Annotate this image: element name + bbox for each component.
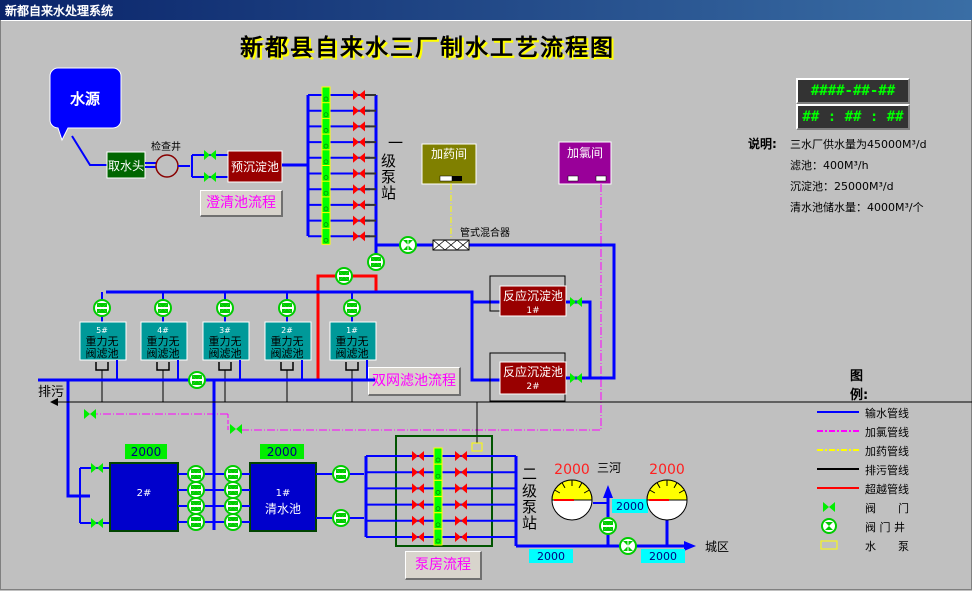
window-titlebar: 新都自来水处理系统 — [0, 0, 972, 21]
note-line: 清水池储水量：4000M³/个 — [790, 201, 924, 214]
legend-label: 输水管线 — [865, 407, 909, 420]
clarifier-flow-button[interactable]: 澄清池流程 — [200, 190, 283, 217]
legend-label: 加氯管线 — [865, 426, 909, 439]
legend-item: 阀 门 井 — [815, 518, 945, 534]
legend-label: 超越管线 — [865, 483, 909, 496]
legend-line-icon — [817, 487, 859, 489]
legend-item: 排污管线 — [815, 461, 945, 477]
note-line: 三水厂供水量为45000M³/d — [790, 138, 927, 151]
legend-label: 阀 门 井 — [865, 521, 905, 534]
legend-line-icon — [817, 468, 859, 470]
legend-line-icon — [817, 449, 859, 451]
pump-icon — [820, 540, 838, 550]
legend-item: 水 泵 — [815, 537, 945, 553]
notes-panel: 说明: 三水厂供水量为45000M³/d 滤池：400M³/h 沉淀池：2500… — [748, 134, 927, 218]
legend-label: 水 泵 — [865, 540, 909, 553]
legend-item: 加氯管线 — [815, 423, 945, 439]
legend-item: 加药管线 — [815, 442, 945, 458]
note-line: 滤池：400M³/h — [790, 159, 869, 172]
page-title: 新都县自来水三厂制水工艺流程图 — [240, 34, 615, 61]
legend-title: 图例: — [850, 369, 869, 403]
legend-item: 超越管线 — [815, 480, 945, 496]
filter-flow-button[interactable]: 双网滤池流程 — [368, 367, 461, 396]
window-title: 新都自来水处理系统 — [5, 4, 114, 18]
time-display: ## : ## : ## — [796, 104, 910, 130]
legend-line-icon — [817, 411, 859, 413]
valve-well-icon — [821, 518, 837, 534]
legend-label: 排污管线 — [865, 464, 909, 477]
legend-item: 输水管线 — [815, 404, 945, 420]
date-display: ####-##-## — [796, 78, 910, 104]
legend-label: 加药管线 — [865, 445, 909, 458]
valve-icon — [823, 502, 835, 512]
note-line: 沉淀池：25000M³/d — [790, 180, 894, 193]
legend-item: 阀 门 — [815, 499, 945, 515]
legend-line-icon — [817, 430, 859, 432]
legend-label: 阀 门 — [865, 502, 909, 515]
pump-room-flow-button[interactable]: 泵房流程 — [405, 551, 482, 580]
notes-label: 说明: — [748, 137, 777, 151]
